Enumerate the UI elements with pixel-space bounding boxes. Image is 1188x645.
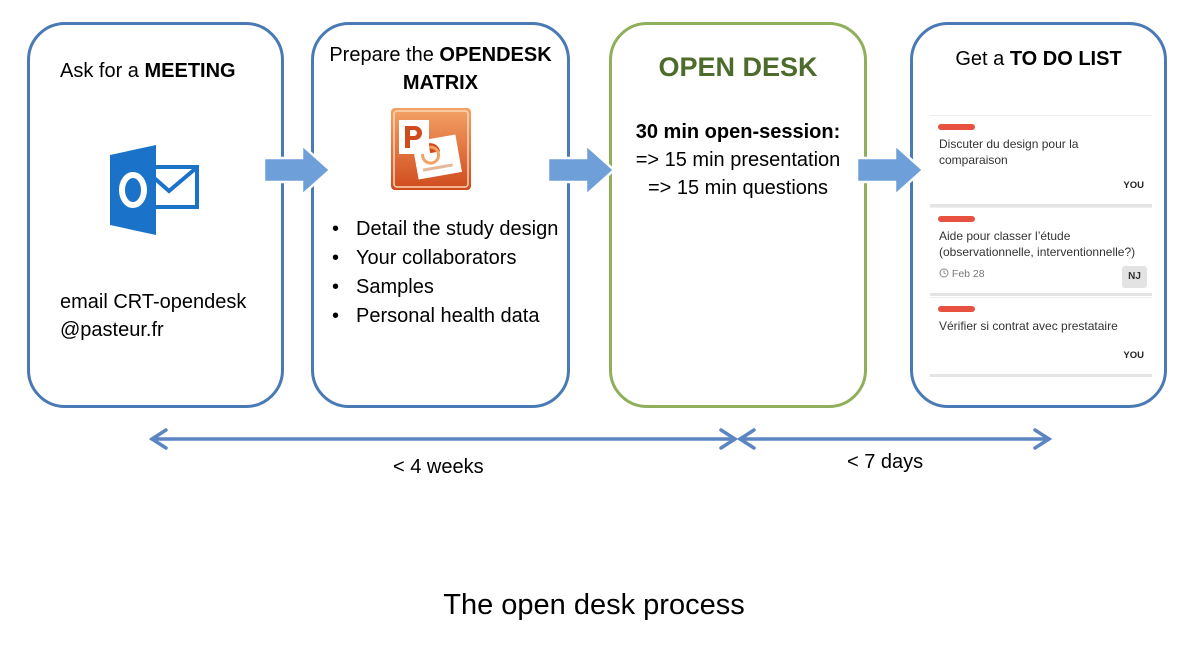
duration-days-label: < 7 days: [847, 451, 924, 473]
todo-text: Vérifier si contrat avec prestataire: [939, 319, 1118, 333]
double-arrow-icon: [736, 428, 1053, 450]
diagram-caption: The open desk process: [443, 589, 745, 621]
flow-arrow-icon: [262, 143, 332, 197]
list-item: Your collaborators: [328, 244, 568, 273]
step-todo-list: Get a TO DO LIST Discuter du design pour…: [910, 22, 1167, 408]
step-title: Ask for a MEETING: [60, 60, 236, 82]
label-bar: [938, 306, 975, 312]
outlook-icon: [110, 145, 199, 235]
step-title: Get a TO DO LIST: [955, 48, 1122, 70]
todo-text: Discuter du design pour la comparaison: [939, 137, 1079, 167]
session-duration: 30 min open-session:: [635, 121, 841, 143]
avatar: NJ: [1122, 266, 1147, 288]
label-bar: [938, 216, 975, 222]
list-item: Detail the study design: [328, 215, 568, 244]
todo-due-date: Feb 28: [939, 268, 985, 280]
clock-icon: [939, 268, 949, 278]
list-item: Samples: [328, 273, 568, 302]
powerpoint-icon: [391, 108, 471, 190]
list-item: Personal health data: [328, 302, 568, 331]
session-presentation: => 15 min presentation: [635, 149, 841, 171]
todo-card[interactable]: Aide pour classer l’étude (observationne…: [930, 207, 1152, 296]
step-ask-meeting: Ask for a MEETING email CRT-opendesk @pa…: [27, 22, 284, 408]
todo-card[interactable]: Discuter du design pour la comparaison Y…: [930, 115, 1152, 207]
step-title: OPEN DESK: [658, 52, 818, 82]
todo-owner: YOU: [1123, 180, 1144, 191]
step-prepare-matrix: Prepare the OPENDESK MATRIX Detail the s…: [311, 22, 570, 408]
email-line-domain: @pasteur.fr: [60, 319, 164, 341]
todo-owner: YOU: [1123, 350, 1144, 361]
double-arrow-icon: [148, 428, 739, 450]
step-open-desk: OPEN DESK 30 min open-session: => 15 min…: [609, 22, 867, 408]
duration-weeks-label: < 4 weeks: [393, 456, 484, 478]
email-line: email CRT-opendesk: [60, 291, 247, 313]
flow-arrow-icon: [855, 143, 925, 197]
label-bar: [938, 124, 975, 130]
flow-arrow-icon: [546, 143, 616, 197]
matrix-checklist: Detail the study design Your collaborato…: [328, 215, 568, 331]
todo-card[interactable]: Vérifier si contrat avec prestataire YOU: [930, 297, 1152, 377]
step-title: Prepare the OPENDESK MATRIX: [329, 44, 552, 94]
todo-text: Aide pour classer l’étude (observationne…: [939, 229, 1136, 259]
session-questions: => 15 min questions: [647, 177, 829, 199]
